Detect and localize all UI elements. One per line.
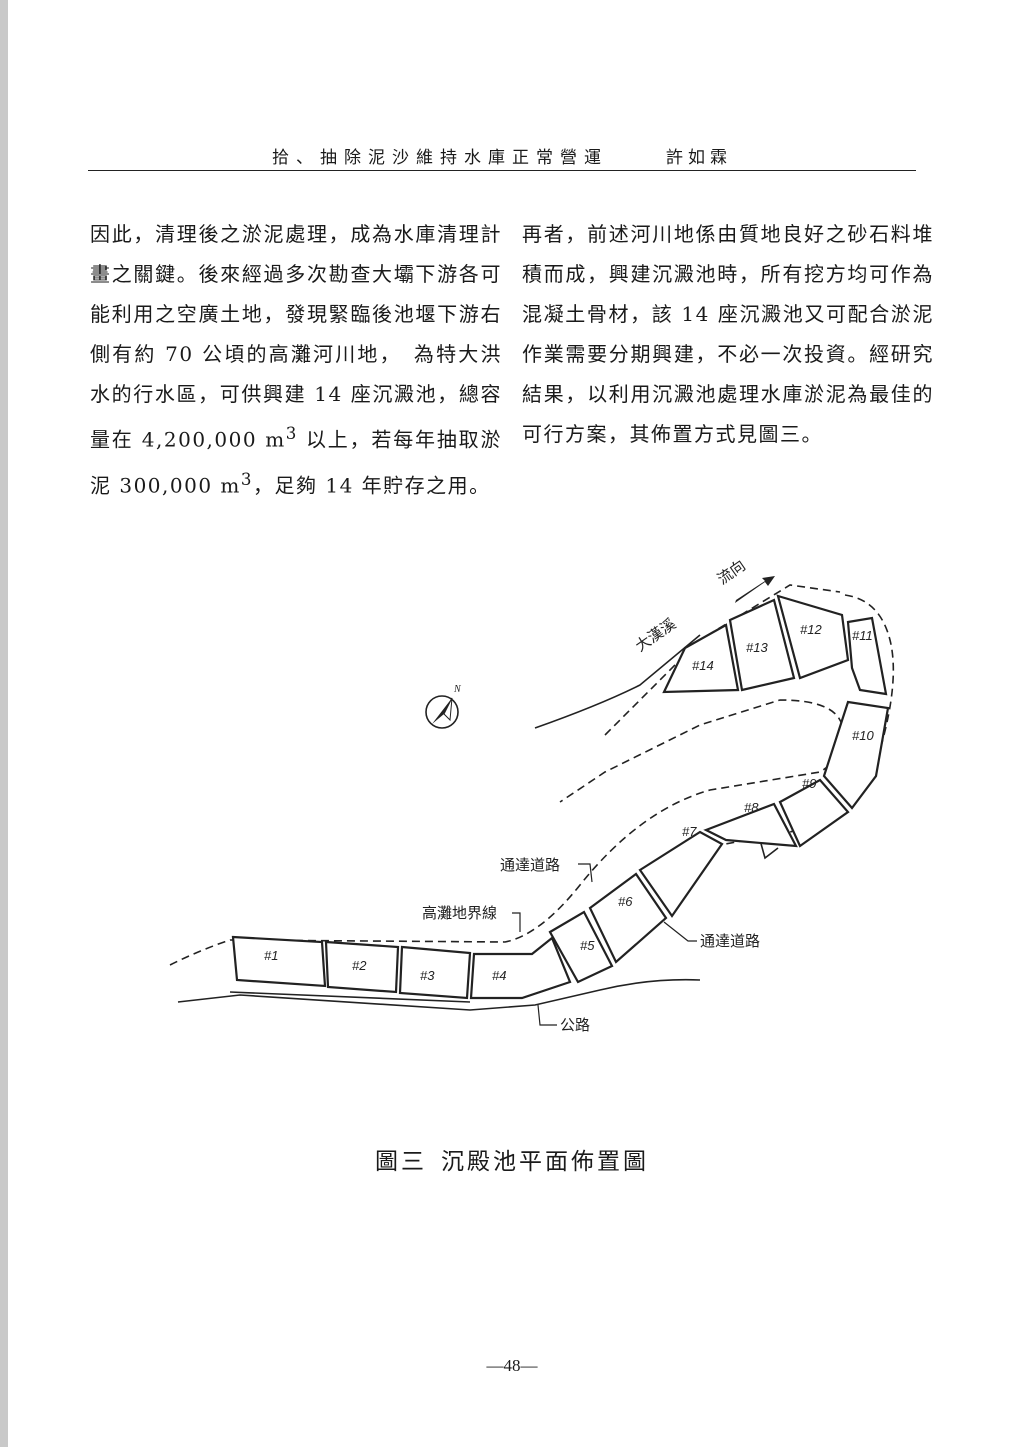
basin-label-13: #13 [746,640,768,655]
river-label: 大漢溪 [633,616,680,656]
basin-label-6: #6 [618,894,633,909]
basin-label-9: #9 [802,776,816,791]
basin-13 [728,598,796,692]
terrace-boundary-line [169,699,844,966]
access-road-label-1: 通達道路 [500,857,560,874]
road-line-inner [229,991,471,1003]
basin-label-10: #10 [852,728,874,743]
basin-label-14: #14 [692,658,714,673]
basin-label-8: #8 [744,800,759,815]
right-paragraph: 再者，前述河川地係由質地良好之砂石料堆積而成，興建沉澱池時，所有挖方均可作為混凝… [522,222,934,446]
left-text-3: ，足夠 14 年貯存之用。 [253,473,491,498]
basin-11 [846,616,888,696]
superscript-3: 3 [285,424,298,443]
basin-10 [822,700,890,810]
left-column: 因此，清理後之淤泥處理，成為水庫清理計畫之關鍵。後來經過多次勘查大壩下游各可能利… [90,214,502,505]
caption-text: 沉殿池平面佈置圖 [441,1149,649,1175]
superscript-3: 3 [240,469,253,489]
basin-label-5: #5 [580,938,595,953]
running-header: 拾、抽除泥沙維持水庫正常營運 許如霖 [88,140,916,171]
basin-label-2: #2 [352,958,367,973]
terrace-boundary-label: 高灘地界線 [422,905,497,922]
basin-label-3: #3 [420,968,435,983]
north-label: N [453,684,462,695]
scan-edge [0,0,8,1447]
road-line [177,978,701,1011]
figure-settling-basin-layout: #1 #2 #3 #4 #5 #6 #7 #8 #9 #10 #11 #12 #… [0,540,1024,1060]
basin-5 [548,910,614,984]
basin-2 [324,940,400,994]
figure-caption: 圖三沉殿池平面佈置圖 [0,1142,1024,1176]
river-solid-edge [534,634,701,729]
basin-1 [231,935,327,988]
page-number: —48— [486,1356,538,1375]
left-paragraph: 因此，清理後之淤泥處理，成為水庫清理計畫之關鍵。後來經過多次勘查大壩下游各可能利… [90,214,502,505]
basin-label-11: #11 [852,628,873,643]
basin-4 [469,936,572,1000]
basin-8 [703,802,798,848]
access-road-2-leader [663,921,697,942]
basin-label-1: #1 [264,948,278,963]
basin-group [231,594,890,1000]
flow-arrow-icon [735,576,775,603]
caption-number: 圖三 [375,1149,427,1175]
basin-label-12: #12 [800,622,822,637]
right-column: 再者，前述河川地係由質地良好之砂石料堆積而成，興建沉澱池時，所有挖方均可作為混凝… [522,214,934,454]
basin-layout-diagram: #1 #2 #3 #4 #5 #6 #7 #8 #9 #10 #11 #12 #… [169,557,895,1034]
access-road-1-leader [578,863,593,883]
header-author: 許如霖 [666,147,732,168]
basin-label-7: #7 [682,824,697,839]
left-text-1: 因此，清理後之淤泥處理，成為水庫清理計畫之關鍵。後來經過多次勘查大壩下游各可能利… [90,222,502,452]
terrace-boundary-leader [512,912,521,932]
basin-6 [588,872,668,964]
header-title: 拾、抽除泥沙維持水庫正常營運 [272,147,608,168]
basin-label-4: #4 [492,968,506,983]
highway-leader [537,1004,557,1026]
basin-14 [662,623,740,694]
basin-7 [638,830,724,918]
highway-label: 公路 [560,1017,590,1034]
right-bank-edge [759,839,779,860]
access-road-label-2: 通達道路 [700,933,760,950]
basin-3 [398,945,472,1000]
north-compass-icon: N [425,684,462,729]
left-text-2: 以上，若每年抽取淤泥 300,000 m [90,427,502,498]
basin-9 [778,778,850,848]
basin-12 [776,594,850,680]
flow-label: 流向 [715,557,749,588]
